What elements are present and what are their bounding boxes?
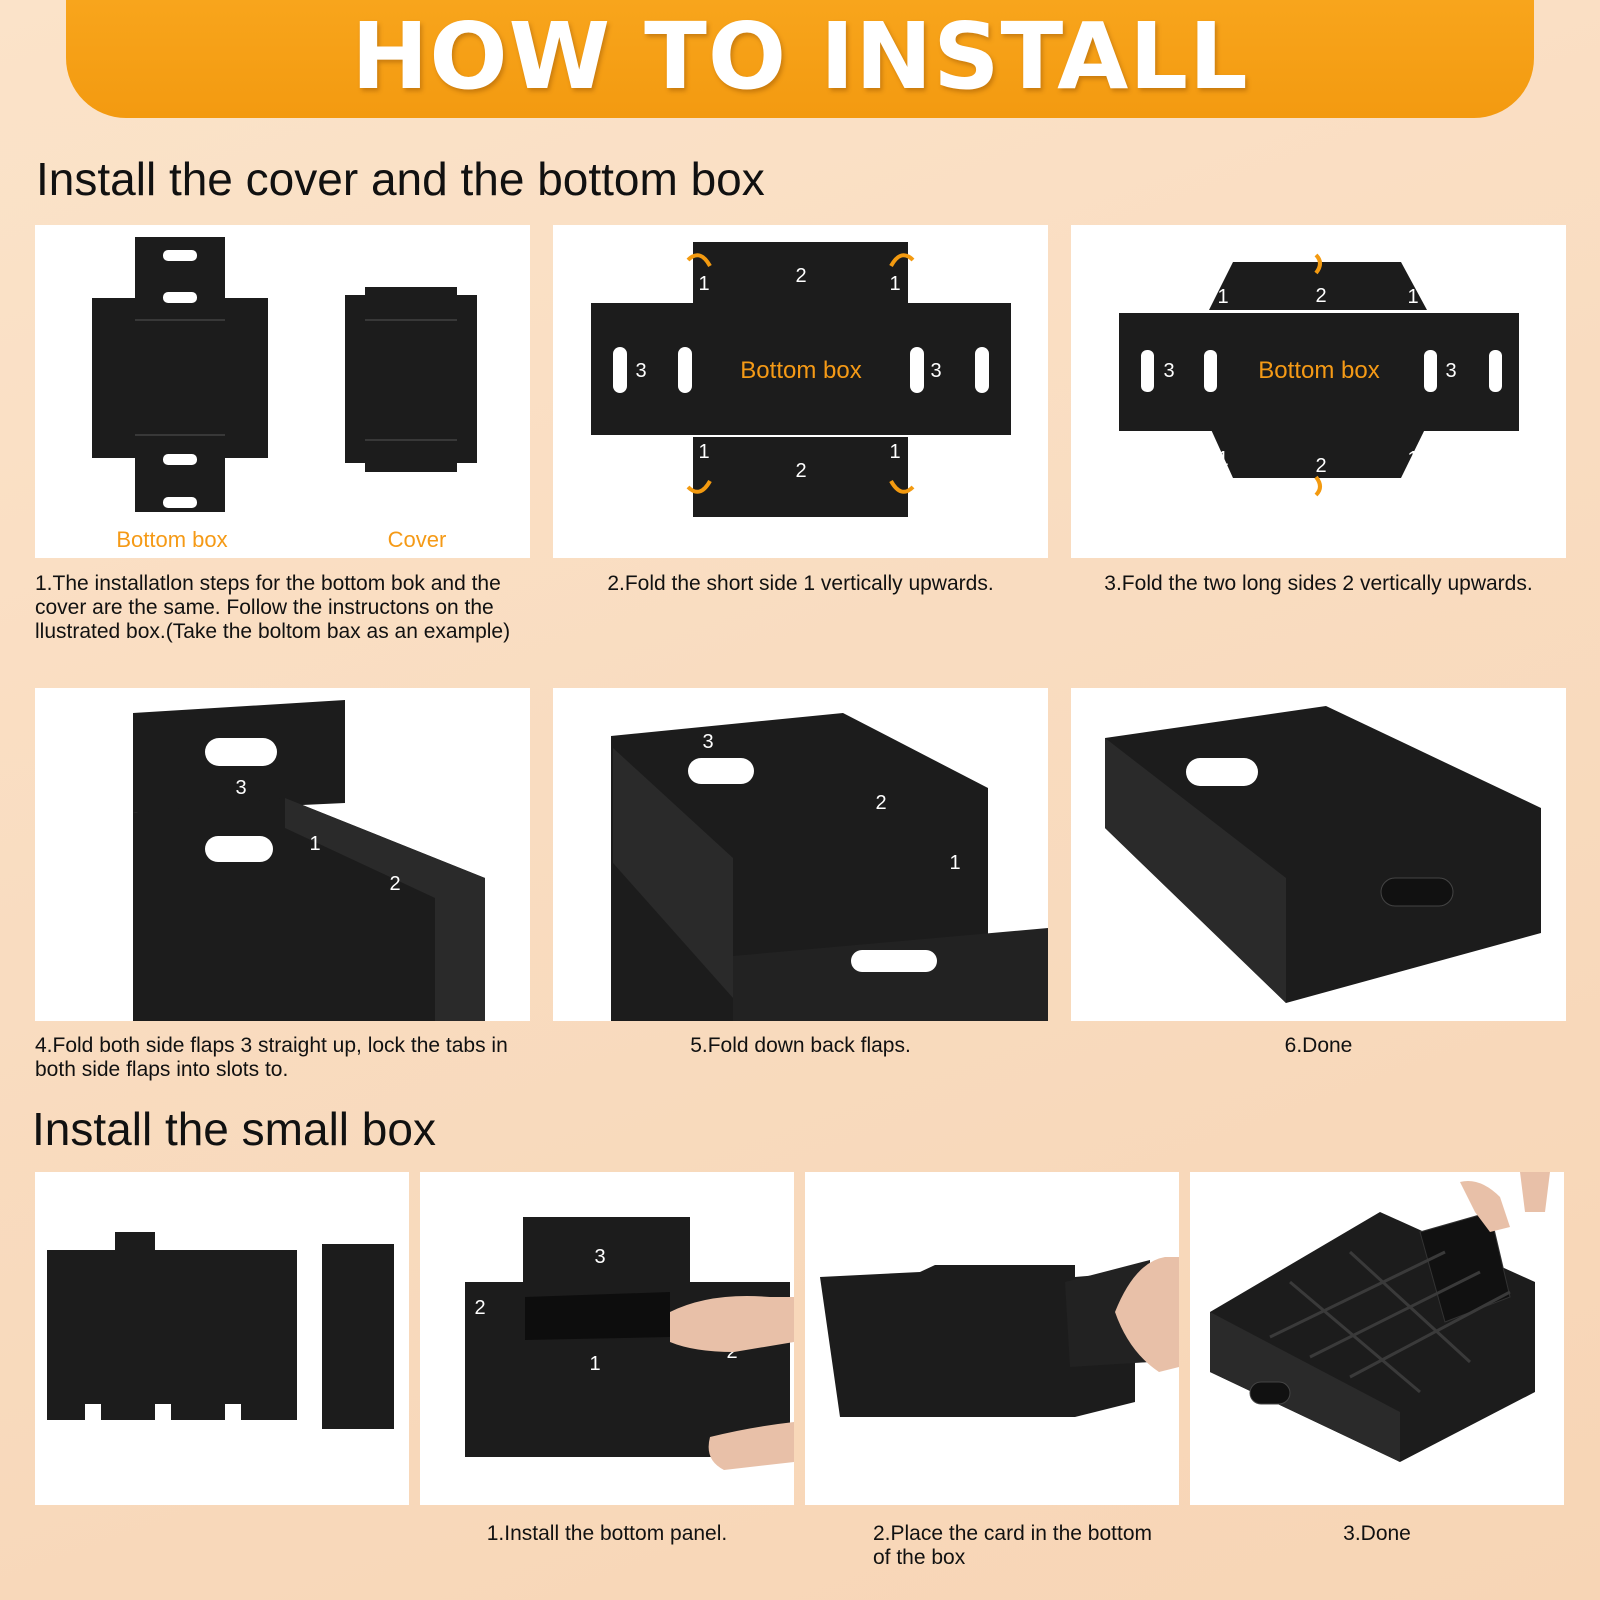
step3-image: 2 2 1 1 1 1 3 3 Bottom box: [1071, 225, 1566, 558]
num-1-tl: 1: [1217, 286, 1228, 308]
num-2-left: 2: [474, 1297, 485, 1319]
section2-heading: Install the small box: [32, 1103, 436, 1155]
hand-icon: [670, 1296, 794, 1352]
num-1-bl: 1: [1217, 448, 1228, 470]
fold-arrow-icon: [1314, 253, 1322, 275]
banner-title: HOW TO INSTALL: [351, 2, 1249, 110]
bottom-box-label: Bottom box: [116, 527, 227, 552]
step2-image: 2 2 1 1 1 1 3 3 Bottom box: [553, 225, 1048, 558]
small-step2-caption: 2.Place the card in the bottom of the bo…: [873, 1522, 1152, 1569]
num-3: 3: [235, 777, 246, 799]
num-1: 1: [309, 833, 320, 855]
num-3-right: 3: [930, 360, 941, 382]
step4-caption: 4.Fold both side flaps 3 straight up, lo…: [35, 1034, 508, 1081]
step5-caption: 5.Fold down back flaps.: [690, 1034, 911, 1057]
num-3-right: 3: [1445, 360, 1456, 382]
num-2: 2: [389, 873, 400, 895]
bottom-box-center-label: Bottom box: [740, 357, 861, 384]
step4-image: 3 1 2: [35, 688, 530, 1021]
num-3: 3: [594, 1246, 605, 1268]
small-box-parts-image: [35, 1172, 409, 1505]
small-step1-caption: 1.Install the bottom panel.: [486, 1522, 728, 1545]
small-step3-caption: 3.Done: [1343, 1522, 1411, 1545]
small-step2-image: [805, 1172, 1179, 1505]
num-2-top: 2: [1315, 285, 1326, 307]
num-1-br: 1: [889, 441, 900, 463]
num-1-bl: 1: [698, 441, 709, 463]
small-step3-image: [1190, 1172, 1564, 1505]
num-2-bottom: 2: [1315, 455, 1326, 477]
step2-caption: 2.Fold the short side 1 vertically upwar…: [607, 572, 994, 595]
num-2-top: 2: [795, 265, 806, 287]
hand-icon: [1115, 1257, 1179, 1372]
num-1-tr: 1: [1407, 286, 1418, 308]
num-3-left: 3: [1163, 360, 1174, 382]
num-2-bottom: 2: [795, 460, 806, 482]
num-3: 3: [702, 731, 713, 753]
num-2: 2: [875, 792, 886, 814]
num-2-right: 2: [726, 1341, 737, 1363]
num-1: 1: [949, 852, 960, 874]
step6-image: [1071, 688, 1566, 1021]
num-1-tr: 1: [889, 273, 900, 295]
small-step1-image: 3 2 2 1: [420, 1172, 794, 1505]
num-1-tl: 1: [698, 273, 709, 295]
step5-image: 3 2 1: [553, 688, 1048, 1021]
step6-caption: 6.Done: [1284, 1034, 1353, 1057]
step1-image: Bottom box Cover: [35, 225, 530, 558]
step1-caption: 1.The installatlon steps for the bottom …: [35, 572, 511, 643]
section1-heading: Install the cover and the bottom box: [36, 153, 765, 205]
cover-label: Cover: [388, 527, 447, 552]
title-banner: HOW TO INSTALL: [66, 0, 1534, 118]
num-3-left: 3: [635, 360, 646, 382]
fold-arrow-icon: [686, 253, 712, 268]
num-1-br: 1: [1407, 448, 1418, 470]
num-1: 1: [589, 1353, 600, 1375]
hand-icon: [1460, 1181, 1510, 1232]
step3-caption: 3.Fold the two long sides 2 vertically u…: [1104, 572, 1533, 595]
bottom-box-center-label: Bottom box: [1258, 357, 1379, 384]
